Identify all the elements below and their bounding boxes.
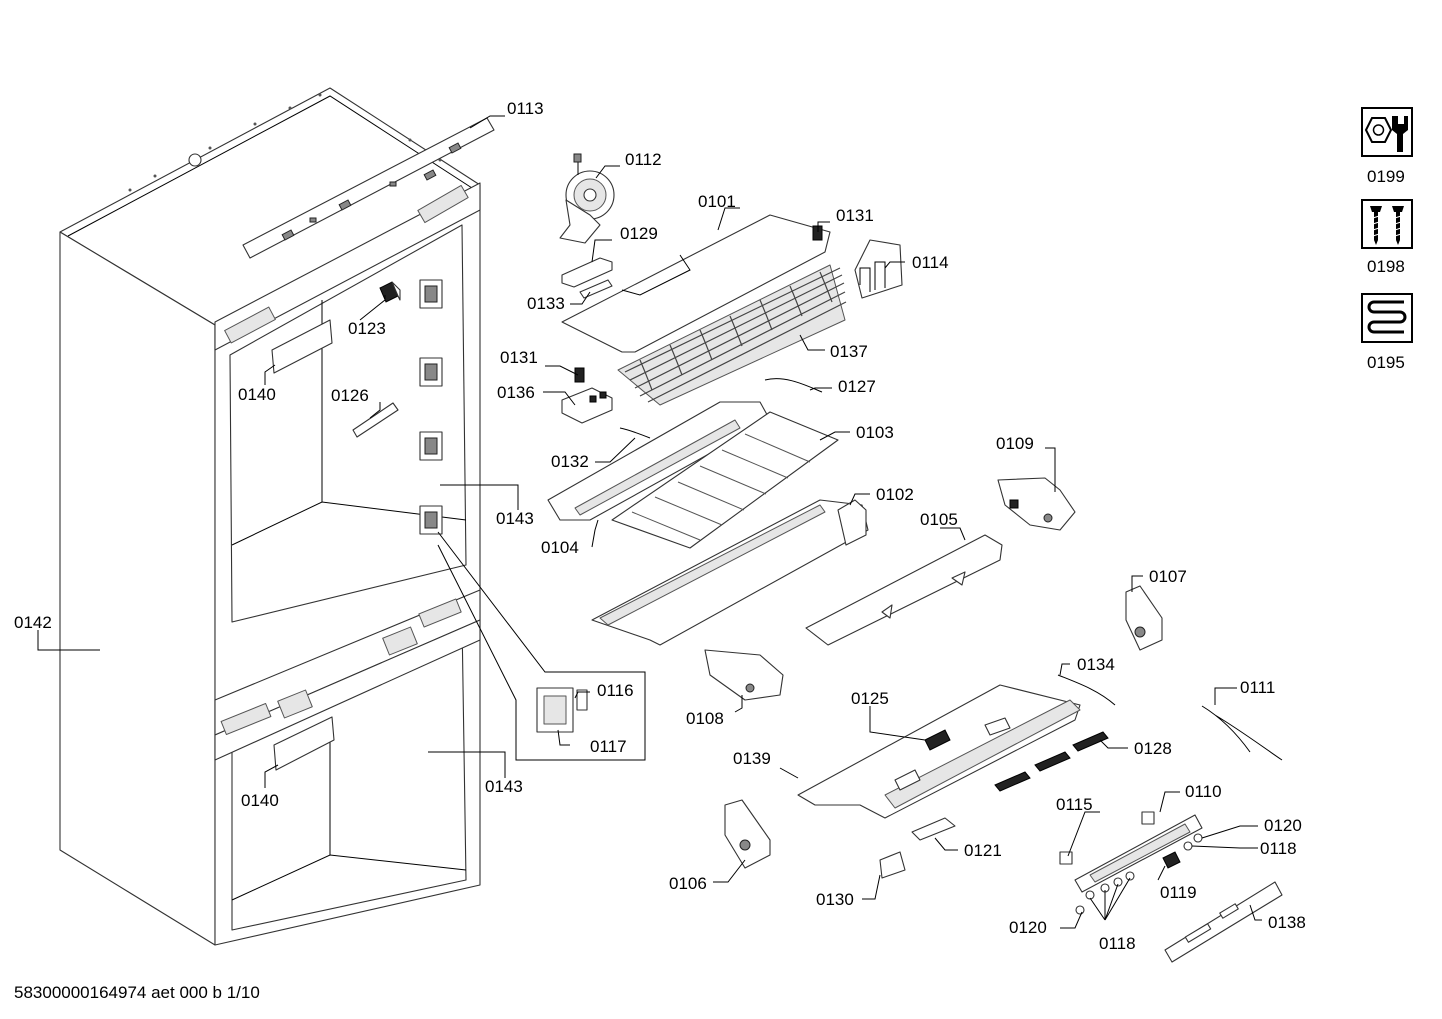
callout-0140-bottom: 0140	[241, 791, 279, 810]
callout-0137: 0137	[830, 342, 868, 361]
legend-label-0198: 0198	[1367, 257, 1405, 276]
callout-0110: 0110	[1185, 782, 1222, 801]
part-0130-clip	[879, 851, 906, 879]
callout-0143-bottom: 0143	[485, 777, 523, 796]
legend-tools: 0199	[1361, 107, 1413, 186]
callout-0131-top: 0131	[836, 206, 874, 225]
part-0128-light-strips	[994, 731, 1109, 792]
part-0131-sensor-left	[574, 367, 585, 383]
wrench-nut-icon	[1361, 107, 1413, 157]
callout-0142: 0142	[14, 613, 52, 632]
callout-0106: 0106	[669, 874, 707, 893]
callout-0120-left: 0120	[1009, 918, 1047, 937]
callout-0103: 0103	[856, 423, 894, 442]
part-0125-connector	[924, 729, 951, 751]
callout-0140-top: 0140	[238, 385, 276, 404]
part-0134-cable	[1057, 674, 1116, 706]
part-0119-switch	[1162, 851, 1181, 869]
callout-0111: 0111	[1240, 678, 1275, 697]
callout-0123: 0123	[348, 319, 386, 338]
part-0143-light-modules	[419, 279, 443, 535]
part-0126-light-bar	[352, 402, 399, 438]
callout-0112: 0112	[625, 150, 662, 169]
callout-0118-bottom: 0118	[1099, 934, 1136, 953]
callout-0105: 0105	[920, 510, 958, 529]
callout-0114: 0114	[912, 253, 949, 272]
part-0107-bracket	[1125, 585, 1163, 651]
callout-0133: 0133	[527, 294, 565, 313]
part-0136-connector	[561, 387, 613, 424]
callout-0108: 0108	[686, 709, 724, 728]
legend-heater: 0195	[1361, 293, 1413, 372]
document-id: 58300000164974 aet 000 b 1/10	[14, 983, 260, 1002]
cabinet-housing	[59, 87, 481, 946]
detail-box-0116-0117	[437, 531, 646, 761]
part-0112-fan	[559, 153, 615, 244]
part-0114-bracket	[854, 239, 903, 299]
part-0108-bracket	[704, 649, 784, 701]
callout-0118-right: 0118	[1260, 839, 1297, 858]
part-0118-0120-buttons	[1075, 833, 1203, 915]
part-0101-evaporator-cover	[561, 214, 831, 353]
legend-label-0199: 0199	[1367, 167, 1405, 186]
screws-icon	[1361, 199, 1413, 249]
callout-labels: 0113 0112 0101 0131 0114 0129 0133 0123 …	[14, 99, 1306, 953]
callout-0104: 0104	[541, 538, 579, 557]
callout-0107: 0107	[1149, 567, 1187, 586]
part-0138-fascia	[1164, 881, 1283, 963]
part-0115-button	[1059, 851, 1073, 865]
callout-0116: 0116	[597, 681, 634, 700]
callout-0128: 0128	[1134, 739, 1172, 758]
part-0110-control-panel	[1074, 814, 1203, 893]
leader-lines	[37, 115, 1262, 929]
callout-0126: 0126	[331, 386, 369, 405]
part-0111-wire-harness	[1201, 705, 1283, 761]
callout-0143-top: 0143	[496, 509, 534, 528]
callout-0121: 0121	[964, 841, 1002, 860]
callout-0127: 0127	[838, 377, 876, 396]
part-0127-sensor-wire	[764, 378, 823, 393]
part-0105-rail	[805, 534, 1003, 646]
callout-0136: 0136	[497, 383, 535, 402]
part-0129-clip	[561, 257, 613, 288]
callout-0109: 0109	[996, 434, 1034, 453]
part-0104-drain-tray	[547, 401, 771, 521]
callout-0130: 0130	[816, 890, 854, 909]
part-0139-control-housing	[797, 684, 1081, 819]
callout-0139: 0139	[733, 749, 771, 768]
part-0106-bracket	[724, 799, 771, 869]
part-0115-button-b	[1141, 811, 1155, 825]
callout-0115: 0115	[1056, 795, 1093, 814]
legend-label-0195: 0195	[1367, 353, 1405, 372]
legend-screws: 0198	[1361, 199, 1413, 276]
callout-0132: 0132	[551, 452, 589, 471]
part-0133-clip	[579, 279, 613, 299]
callout-0129: 0129	[620, 224, 658, 243]
callout-0120-right: 0120	[1264, 816, 1302, 835]
part-0137-evaporator-coil	[617, 264, 847, 406]
callout-0125: 0125	[851, 689, 889, 708]
callout-0131-left: 0131	[500, 348, 538, 367]
part-0109-hinge-bracket	[997, 477, 1076, 531]
part-0140-led-panels	[271, 319, 335, 771]
callout-0138: 0138	[1268, 913, 1306, 932]
callout-0117: 0117	[590, 737, 627, 756]
heating-coil-icon	[1361, 293, 1413, 343]
part-0103-heater-plate	[611, 411, 839, 549]
callout-0134: 0134	[1077, 655, 1115, 674]
callout-0119: 0119	[1160, 883, 1197, 902]
callout-0113: 0113	[507, 99, 544, 118]
callout-0101: 0101	[698, 192, 736, 211]
part-0121-cover	[911, 817, 956, 841]
part-0113-top-bracket	[242, 117, 495, 259]
part-0132-sensor	[619, 427, 651, 439]
part-0102-air-duct	[591, 499, 869, 646]
callout-0102: 0102	[876, 485, 914, 504]
